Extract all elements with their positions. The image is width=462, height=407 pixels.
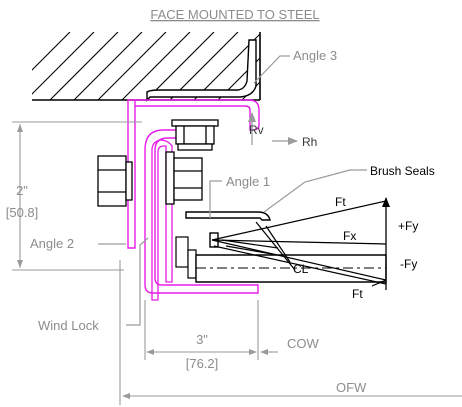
angle-3-label: Angle 3	[293, 48, 337, 63]
wind-lock-label: Wind Lock	[38, 318, 99, 333]
force-lines	[211, 200, 387, 287]
height-dim-in: 2"	[16, 183, 28, 198]
fx-label: Fx	[343, 229, 356, 243]
centerline-symbol: CL	[293, 262, 309, 276]
ofw-label: OFW	[336, 380, 367, 395]
width-dim-in: 3"	[196, 332, 208, 347]
ft-bottom-label: Ft	[352, 287, 363, 301]
cow-label: COW	[287, 336, 320, 351]
rh-label: Rh	[302, 135, 317, 149]
angle-2-lower-block	[175, 236, 197, 279]
plus-fy-label: +Fy	[398, 219, 418, 233]
angle-1-label: Angle 1	[226, 174, 270, 189]
dimension-arrowheads	[17, 124, 268, 399]
bolt-side	[97, 151, 203, 207]
angle-3-shape	[146, 39, 257, 102]
width-dim-mm: [76.2]	[186, 356, 219, 371]
wind-lock-shape	[151, 139, 173, 301]
brush-seals-label: Brush Seals	[370, 164, 435, 178]
minus-fy-label: -Fy	[400, 257, 417, 271]
height-dim-mm: [50.8]	[6, 205, 39, 220]
angle-2-label: Angle 2	[30, 236, 74, 251]
ft-top-label: Ft	[335, 195, 346, 209]
leader-lines	[98, 55, 367, 326]
bolt-top	[171, 119, 219, 151]
rv-label: Rv	[249, 123, 264, 137]
diagram-title: FACE MOUNTED TO STEEL	[150, 7, 319, 22]
dimension-lines	[12, 121, 462, 405]
angle-1-shape	[144, 129, 259, 294]
